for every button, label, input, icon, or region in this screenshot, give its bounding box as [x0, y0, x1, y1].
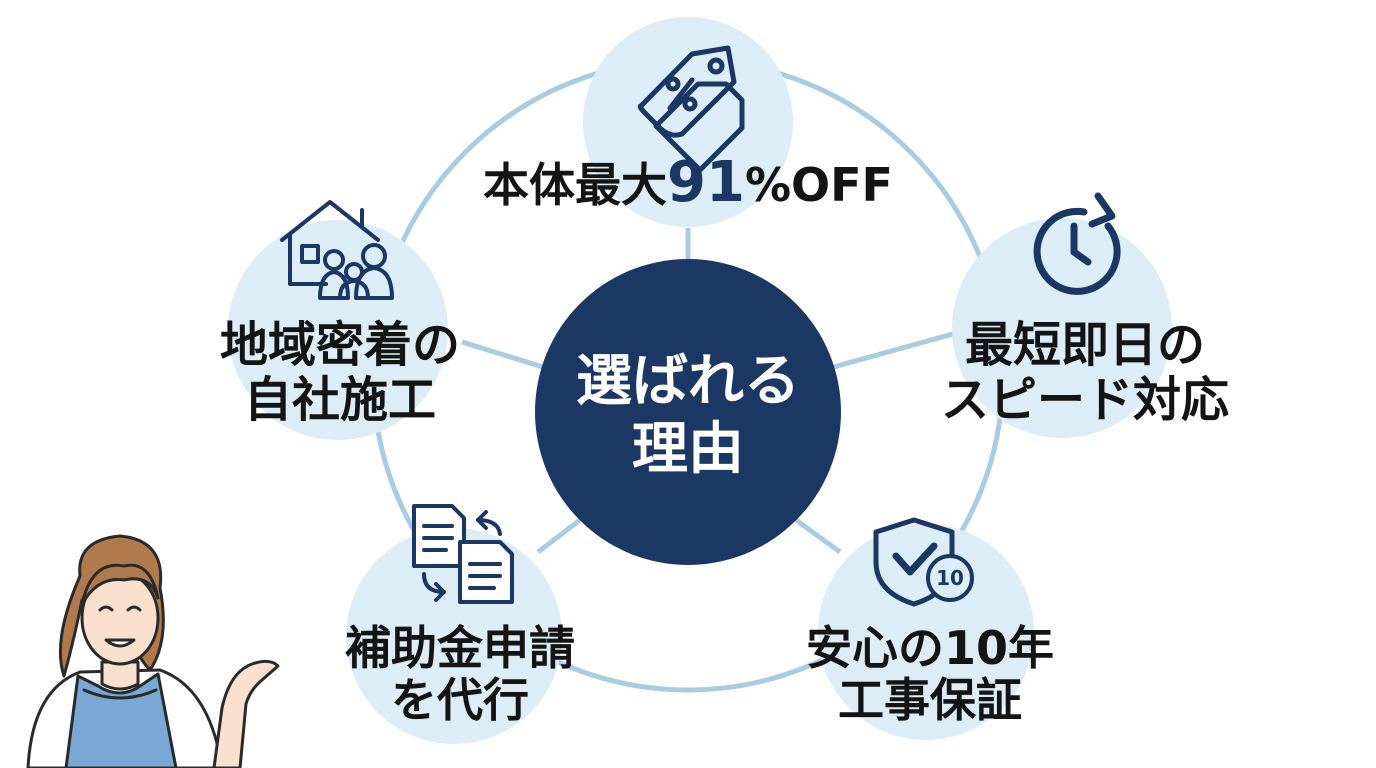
center-circle — [535, 259, 841, 565]
reason-circle-speed — [952, 218, 1172, 438]
reason-label-subsidy-line1: 補助金申請 — [345, 621, 575, 675]
shield-check-icon — [873, 517, 974, 607]
reason-label-warranty-line2: 工事保証 — [838, 673, 1022, 728]
warranty-badge-number: 10 — [936, 566, 964, 590]
center-title: 選ばれる 理由 — [538, 348, 838, 485]
reason-circle-warranty — [818, 524, 1034, 740]
reason-label-warranty-line1: 安心の10年 — [805, 621, 1054, 675]
documents-exchange-icon — [412, 504, 514, 604]
reason-label-discount: 本体最大91%OFF — [438, 151, 938, 215]
reason-label-warranty: 安心の10年 工事保証 — [760, 622, 1100, 727]
reason-label-discount-number: 91 — [667, 150, 745, 215]
clock-refresh-icon — [1033, 192, 1121, 295]
reason-label-speed-line2: スピード対応 — [940, 371, 1229, 428]
center-title-line1: 選ばれる — [576, 349, 800, 414]
reason-circle-discount — [583, 17, 793, 227]
reason-label-subsidy-line2: を代行 — [391, 673, 529, 728]
reason-label-subsidy: 補助金申請 を代行 — [300, 622, 620, 727]
reason-label-local-line1: 地域密着の — [219, 317, 460, 373]
reason-label-local: 地域密着の 自社施工 — [180, 318, 500, 427]
reason-label-local-line2: 自社施工 — [243, 371, 436, 428]
center-title-line2: 理由 — [632, 417, 744, 483]
reason-circle-local — [228, 220, 448, 440]
price-tag-percent-icon — [637, 45, 745, 173]
house-family-icon — [280, 200, 394, 300]
reason-label-discount-prefix: 本体最大 — [483, 158, 667, 212]
reason-label-speed: 最短即日の スピード対応 — [900, 318, 1270, 427]
reason-label-speed-line1: 最短即日の — [964, 317, 1205, 373]
reason-label-discount-suffix: %OFF — [744, 158, 893, 212]
staff-woman-illustration — [26, 534, 280, 768]
